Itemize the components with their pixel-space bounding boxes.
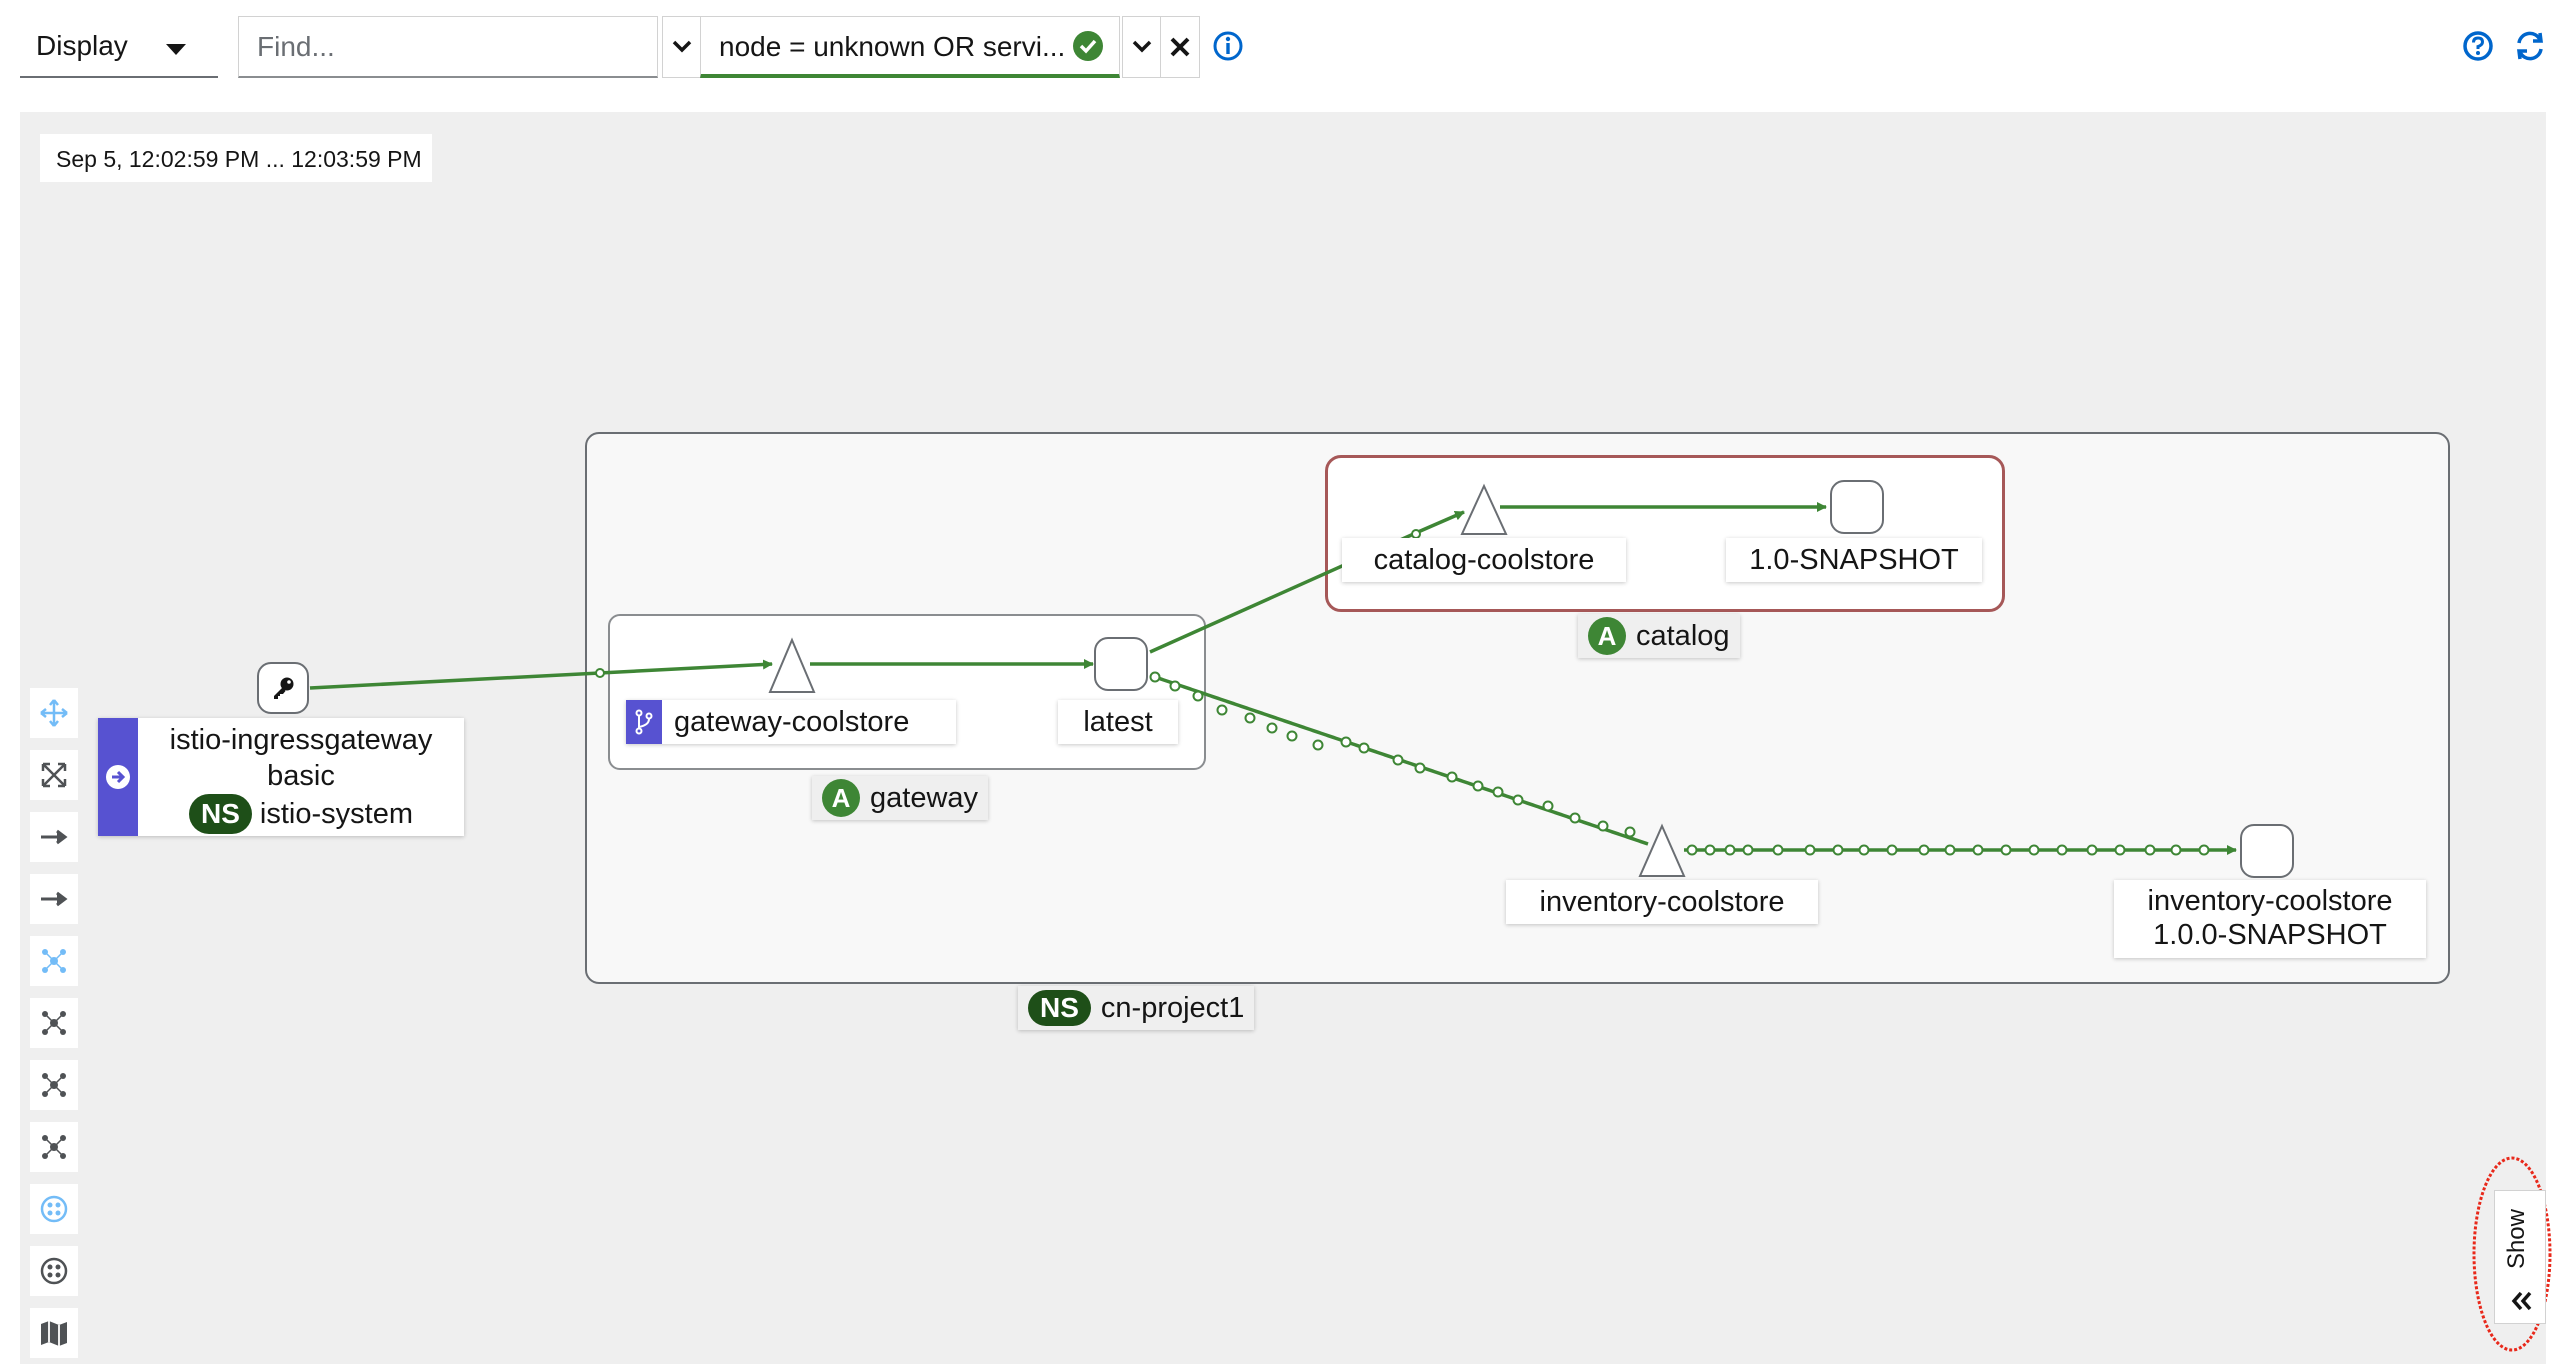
inventory-service-label[interactable]: inventory-coolstore: [1506, 880, 1818, 924]
key-icon: [274, 677, 294, 699]
inventory-workload-label[interactable]: inventory-coolstore 1.0.0-SNAPSHOT: [2114, 880, 2426, 958]
catalog-service-node: [1460, 483, 1508, 535]
edge-catalog-port: [1411, 529, 1421, 539]
layout-icon: [42, 949, 66, 973]
ns-badge: NS: [189, 794, 252, 834]
hide-input[interactable]: node = unknown OR servi...: [700, 16, 1120, 78]
arrow-right-icon: [41, 829, 68, 845]
ingress-arrow-icon: [106, 765, 130, 789]
move-icon: [40, 699, 68, 727]
gateway-app-label[interactable]: A gateway: [812, 776, 989, 820]
gateway-service-node: [768, 637, 816, 693]
inventory-workload-node[interactable]: [2240, 824, 2294, 878]
expand-icon: [41, 762, 67, 788]
app-box-catalog[interactable]: [1325, 455, 2005, 612]
find-input[interactable]: [238, 16, 658, 78]
gateway-app-name: gateway: [870, 781, 979, 814]
layout-1-button[interactable]: [30, 998, 78, 1048]
layout-2-button[interactable]: [30, 1060, 78, 1110]
legend-icon: [40, 1257, 68, 1285]
layout-icon: [42, 1073, 66, 1097]
time-range-text: Sep 5, 12:02:59 PM ... 12:03:59 PM: [56, 146, 422, 172]
zoom-in-button[interactable]: [30, 812, 78, 862]
info-icon[interactable]: [1212, 30, 1244, 62]
catalog-service-name: catalog-coolstore: [1373, 544, 1595, 576]
app-badge: A: [1588, 617, 1626, 655]
edge-ingress-to-gateway: [309, 659, 773, 690]
inventory-service-name: inventory-coolstore: [1539, 886, 1785, 918]
edge-ingress-to-gateway-port: [595, 668, 605, 678]
fit-button[interactable]: [30, 750, 78, 800]
legend-icon: [40, 1195, 68, 1223]
display-dropdown[interactable]: Display: [20, 16, 218, 78]
layout-icon: [42, 1135, 66, 1159]
catalog-app-label[interactable]: A catalog: [1578, 614, 1740, 658]
double-chevron-left-icon: [2511, 1291, 2532, 1311]
chevron-down-icon: [672, 40, 692, 53]
layout-3-button[interactable]: [30, 1122, 78, 1172]
help-icon[interactable]: [2462, 30, 2494, 62]
hide-input-value: node = unknown OR servi...: [719, 31, 1066, 62]
inventory-service-node: [1638, 823, 1686, 877]
layout-default-button[interactable]: [30, 936, 78, 986]
inventory-workload-version: 1.0.0-SNAPSHOT: [2153, 919, 2387, 951]
check-circle-icon: [1073, 31, 1103, 61]
catalog-service-label[interactable]: catalog-coolstore: [1342, 538, 1626, 582]
branch-icon: [635, 709, 653, 735]
arrow-right-icon: [41, 891, 68, 907]
legend-button-active[interactable]: [30, 1184, 78, 1234]
minimap-button[interactable]: [30, 1308, 78, 1358]
legend-button[interactable]: [30, 1246, 78, 1296]
ingress-node[interactable]: [257, 662, 309, 714]
annotation-circle: [2472, 1156, 2552, 1352]
traffic-dots-a: [1149, 671, 1636, 838]
ingress-label[interactable]: istio-ingressgateway basic NS istio-syst…: [98, 718, 464, 836]
gateway-service-label[interactable]: gateway-coolstore: [626, 700, 956, 744]
ns-badge: NS: [1028, 990, 1091, 1026]
time-range-badge: Sep 5, 12:02:59 PM ... 12:03:59 PM: [40, 134, 432, 182]
catalog-app-name: catalog: [1636, 619, 1730, 652]
latest-label[interactable]: latest: [1058, 700, 1178, 744]
catalog-version-name: 1.0-SNAPSHOT: [1749, 544, 1959, 576]
latest-version-name: latest: [1083, 706, 1153, 738]
ingress-namespace: istio-system: [259, 798, 413, 830]
namespace-label[interactable]: NS cn-project1: [1018, 986, 1255, 1030]
clear-hide-button[interactable]: [1160, 16, 1200, 78]
chevron-down-icon: [1132, 40, 1152, 53]
app-badge: A: [822, 779, 860, 817]
edge-catalog-in: [1417, 510, 1465, 534]
traffic-dots-b: [1686, 844, 2210, 856]
zoom-out-button[interactable]: [30, 874, 78, 924]
namespace-name: cn-project1: [1100, 991, 1245, 1024]
map-icon: [41, 1321, 67, 1346]
gateway-service-name: gateway-coolstore: [674, 706, 910, 738]
ingress-subname: basic: [267, 760, 335, 792]
catalog-version-label[interactable]: 1.0-SNAPSHOT: [1726, 538, 1982, 582]
close-icon: [1170, 37, 1190, 57]
layout-icon: [42, 1011, 66, 1035]
ingress-type-bar: [98, 718, 138, 836]
hide-history-button[interactable]: [1122, 16, 1162, 78]
display-label: Display: [36, 30, 128, 61]
catalog-snapshot-node[interactable]: [1830, 480, 1884, 534]
ingress-name: istio-ingressgateway: [169, 724, 433, 756]
refresh-icon[interactable]: [2512, 28, 2548, 64]
inventory-workload-name: inventory-coolstore: [2147, 885, 2393, 917]
pan-button[interactable]: [30, 688, 78, 738]
branch-icon-box: [626, 700, 662, 744]
latest-version-node[interactable]: [1094, 637, 1148, 691]
caret-down-icon: [166, 44, 186, 55]
show-panel-tab[interactable]: Show: [2494, 1190, 2546, 1324]
show-label: Show: [2503, 1209, 2530, 1270]
